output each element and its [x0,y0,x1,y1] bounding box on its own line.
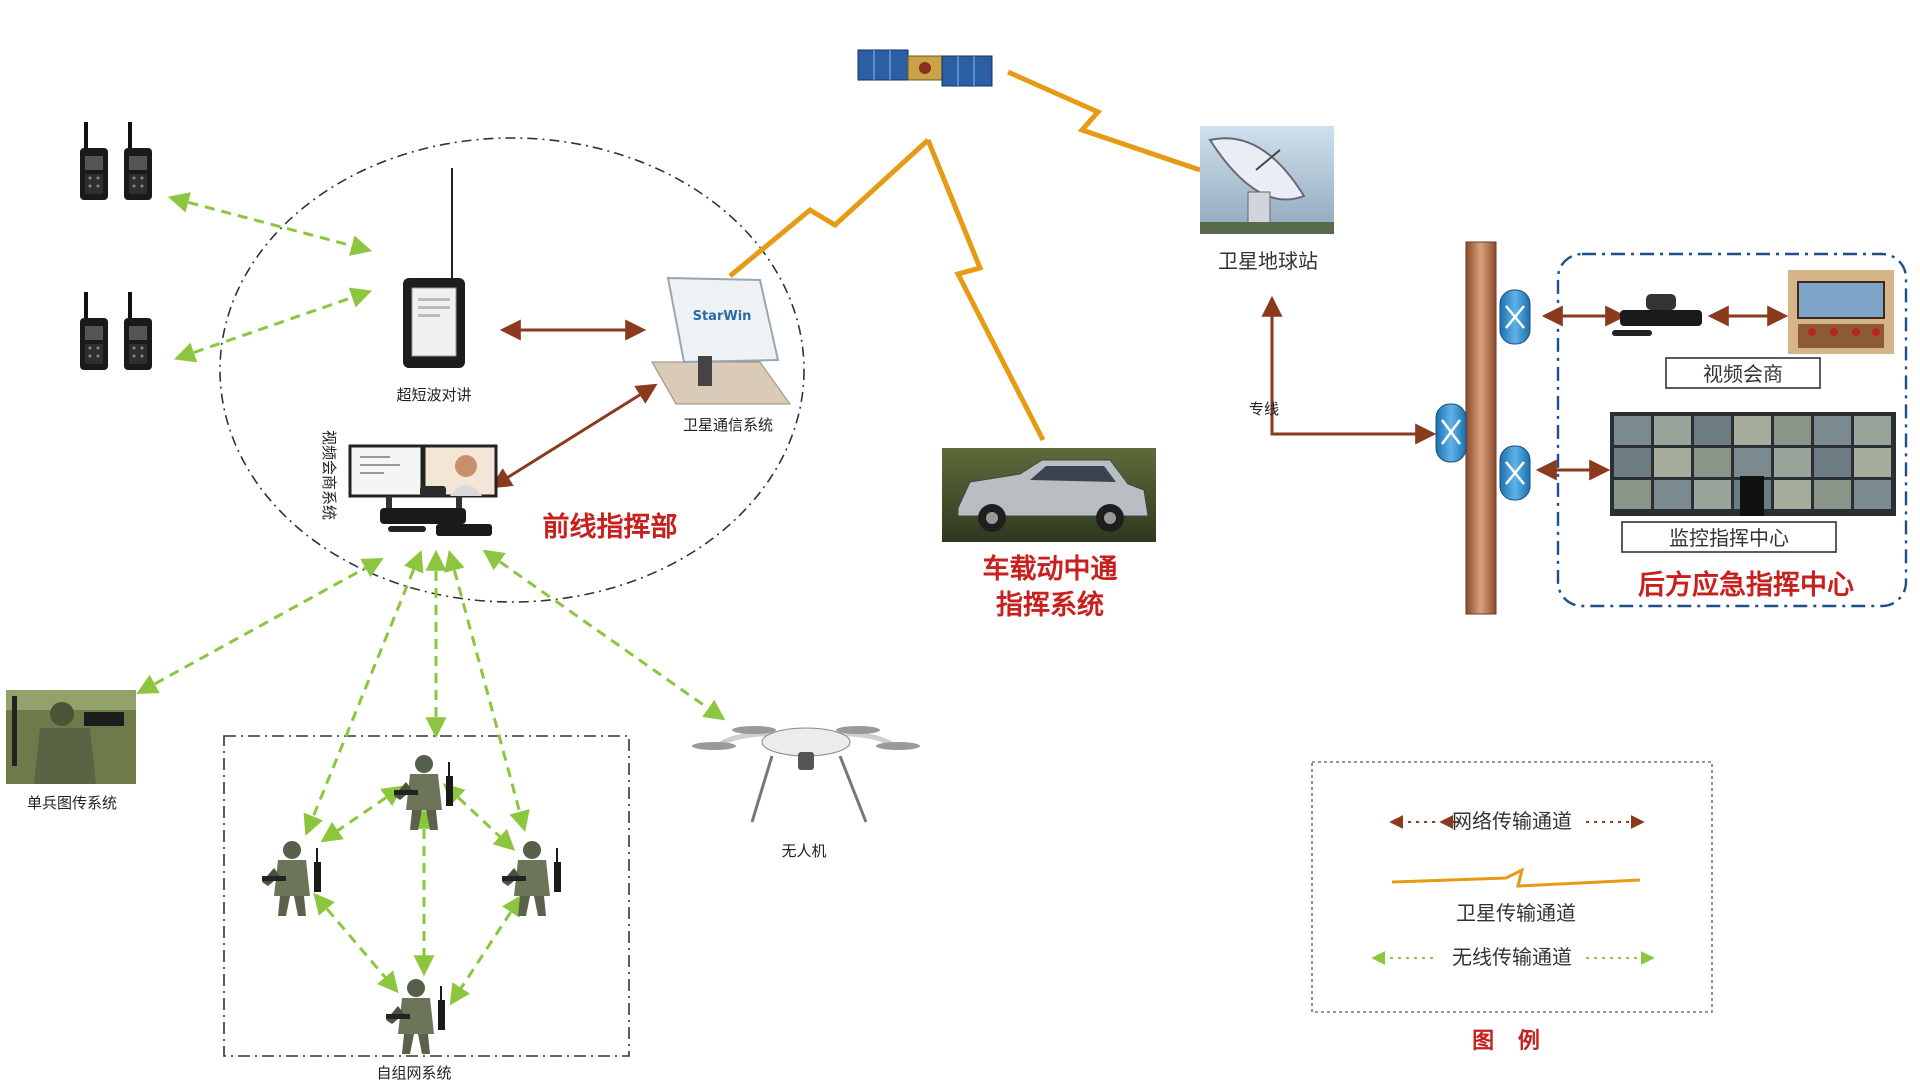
monitor-wall-tile [1814,448,1851,477]
monitor-wall-tile [1694,480,1731,509]
wireless-arrow [313,892,399,994]
monitor-wall-tile [1774,448,1811,477]
wireless-arrow [449,894,523,1006]
starwin-logo: StarWin [693,309,752,324]
wireless-arrow [444,549,530,833]
rear-command-boundary [1556,252,1908,608]
monitor-wall-tile [1774,480,1811,509]
monitor-wall-tile [1694,448,1731,477]
dedicated-line-arrow [1261,295,1437,445]
wireless-arrow [442,783,516,851]
monitor-wall-tile [1614,416,1651,445]
legend-box [1311,761,1713,1013]
video-terminal-icon [1612,294,1702,336]
video-conference-label-box [1665,357,1821,389]
dedicated-line-label: 专线 [1249,400,1279,418]
wireless-arrow [320,785,404,843]
monitor-wall-icon [1610,412,1896,516]
monitor-wall-tile [1734,416,1771,445]
wireless-arrow [167,192,373,256]
wireless-arrows [136,192,726,1006]
sat-ground-station-label: 卫星地球站 [1218,249,1318,273]
monitor-wall-tile [1654,448,1691,477]
monitor-center-label: 监控指挥中心 [1669,526,1789,550]
satellite-link-vehicle [925,139,1046,442]
video-conference-label: 视频会商 [1703,362,1783,386]
monitor-wall-tile [1774,416,1811,445]
monitor-wall-tile [1854,416,1891,445]
satellite-link-frontline [728,138,930,278]
monitor-wall-tile [1654,416,1691,445]
sat-comm-system-label: 卫星通信系统 [683,416,773,434]
suv-icon [942,448,1156,542]
router-icon [1499,445,1531,501]
soldier-icon [262,841,321,916]
monitor-wall-tile [1814,480,1851,509]
network-arrow [490,383,658,489]
adhoc-network-label: 自组网系统 [376,1064,451,1080]
legend-wireless-label: 无线传输通道 [1452,945,1572,969]
rugged-tablet-icon [403,168,465,368]
soldier-icon [502,841,561,916]
monitor-wall-tile [1854,480,1891,509]
soldier-image-label: 单兵图传系统 [27,794,117,812]
router-icon [1435,403,1467,463]
network-arrows [490,305,1789,489]
video-conf-system-label: 视频会商系统 [320,430,338,520]
legend-title: 图 例 [1472,1029,1548,1054]
satellite-links [728,69,1201,442]
legend-satellite-label: 卫星传输通道 [1456,901,1576,925]
ultrashort-radio-label: 超短波对讲 [396,386,471,404]
vehicle-system-label-line1: 车载动中通 [983,553,1118,585]
soldier-camera-icon [6,690,136,784]
satellite-link-ground [1006,69,1201,173]
monitor-wall-tile [1614,448,1651,477]
monitor-wall-tile [1654,480,1691,509]
conference-room-icon [1788,270,1894,354]
monitor-wall-tile [1854,448,1891,477]
rear-command-label: 后方应急指挥中心 [1638,569,1854,601]
frontline-command-label: 前线指挥部 [543,511,678,543]
router-icon [1499,289,1531,345]
monitor-icon [348,444,498,536]
wireless-arrow [174,287,372,363]
satellite-dish-icon [1200,126,1334,234]
monitor-wall-tile [1814,416,1851,445]
legend-network-label: 网络传输通道 [1452,809,1572,833]
drone-label: 无人机 [781,842,826,860]
monitor-wall-tile [1734,448,1771,477]
monitor-wall-tile [1614,480,1651,509]
vehicle-system-label-line2: 指挥系统 [996,589,1104,621]
legend-satellite-line [1391,867,1641,888]
wireless-arrow [136,557,384,695]
monitor-center-label-box [1621,521,1837,553]
walkie-talkie-icon [80,292,152,370]
network-backbone-pole [1465,241,1497,615]
satellite-terminal-icon: StarWin [651,276,791,405]
satellite-icon [857,49,993,87]
monitor-wall-tile [1694,416,1731,445]
quadcopter-icon [692,726,920,823]
wireless-arrow [482,549,726,721]
walkie-talkie-icon [80,122,152,200]
